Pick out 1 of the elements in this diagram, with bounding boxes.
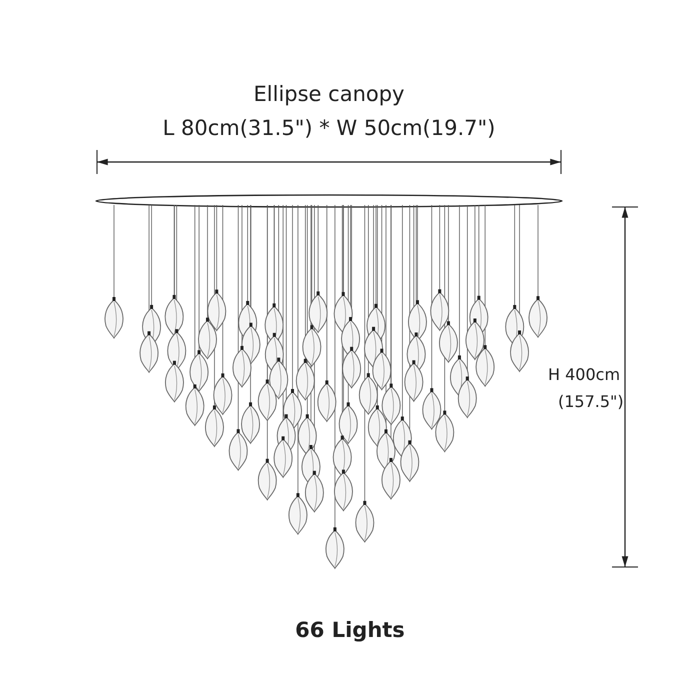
dimension-label: (157.5") (558, 392, 624, 411)
